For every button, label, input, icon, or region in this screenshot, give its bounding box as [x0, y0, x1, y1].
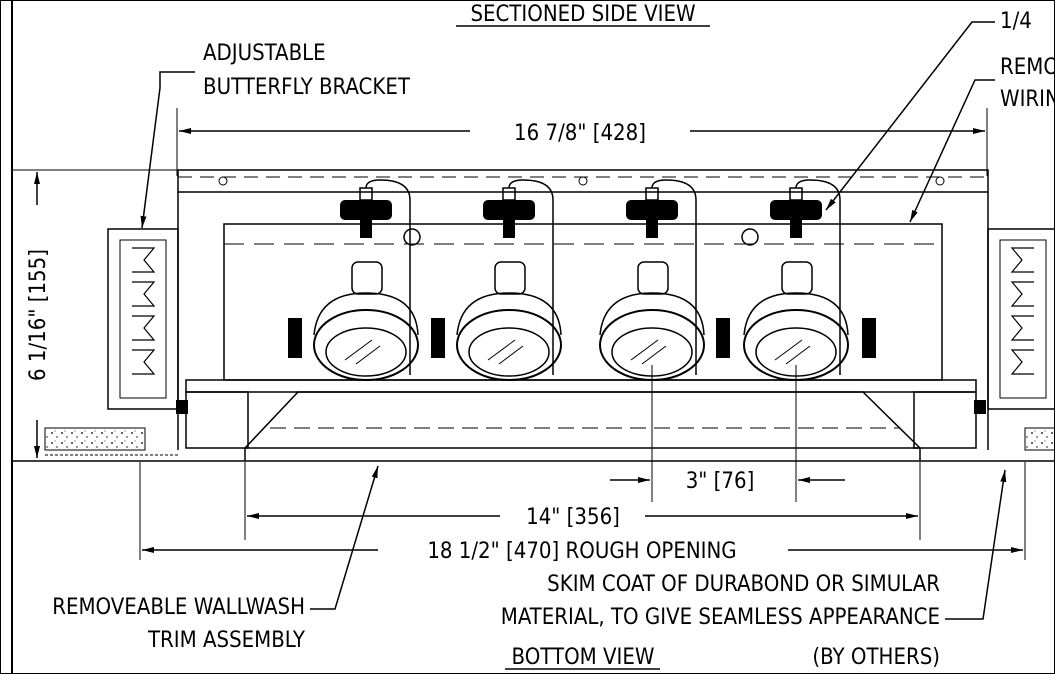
rivet-1 — [218, 176, 228, 186]
butterfly-bracket-right — [987, 228, 1055, 410]
height-dim: 6 1/16" [155] — [26, 249, 51, 381]
trim-label-line1: REMOVEABLE WALLWASH — [52, 595, 305, 620]
skim-label-line1: SKIM COAT OF DURABOND OR SIMULAR — [547, 572, 940, 597]
knockout-right — [741, 228, 759, 246]
top-right-label-line1: 1/4 — [1000, 9, 1032, 34]
skim-label-line3: (BY OTHERS) — [812, 645, 940, 670]
title: SECTIONED SIDE VIEW — [470, 2, 695, 27]
trim-width-dim: 14" [356] — [526, 505, 620, 530]
butterfly-bracket-left — [107, 228, 179, 410]
trim-leader — [310, 465, 379, 610]
skim-label-line2: MATERIAL, TO GIVE SEAMLESS APPEARANCE — [501, 605, 940, 630]
trim-assembly — [176, 379, 986, 461]
bracket-label-line1: ADJUSTABLE — [203, 41, 326, 66]
rivet-3 — [935, 176, 945, 186]
knob-leader — [825, 21, 995, 211]
lamp-head-3 — [599, 179, 730, 381]
housing-top — [177, 169, 989, 193]
bracket-label-line2: BUTTERFLY BRACKET — [203, 75, 411, 100]
drywall-left — [44, 427, 146, 451]
skim-leader — [945, 469, 1007, 620]
lamp-head-4 — [743, 179, 876, 381]
lamp-head-2 — [431, 179, 562, 381]
overall-width-dim: 16 7/8" [428] — [514, 121, 646, 146]
drywall-right — [1024, 427, 1055, 451]
top-right-label-line3: WIRIN — [1000, 87, 1055, 112]
rivet-2 — [578, 176, 588, 186]
lamp-head-1 — [288, 179, 419, 381]
knockout-left — [403, 228, 421, 246]
trim-label-line2: TRIM ASSEMBLY — [147, 628, 306, 653]
top-right-label-line2: REMO — [1000, 55, 1055, 80]
spacing-dim: 3" [76] — [686, 469, 755, 494]
wiring-leader — [909, 79, 995, 223]
bracket-leader — [140, 71, 195, 229]
rough-opening-dim: 18 1/2" [470] ROUGH OPENING — [427, 539, 736, 564]
bottom-title: BOTTOM VIEW — [512, 645, 655, 670]
